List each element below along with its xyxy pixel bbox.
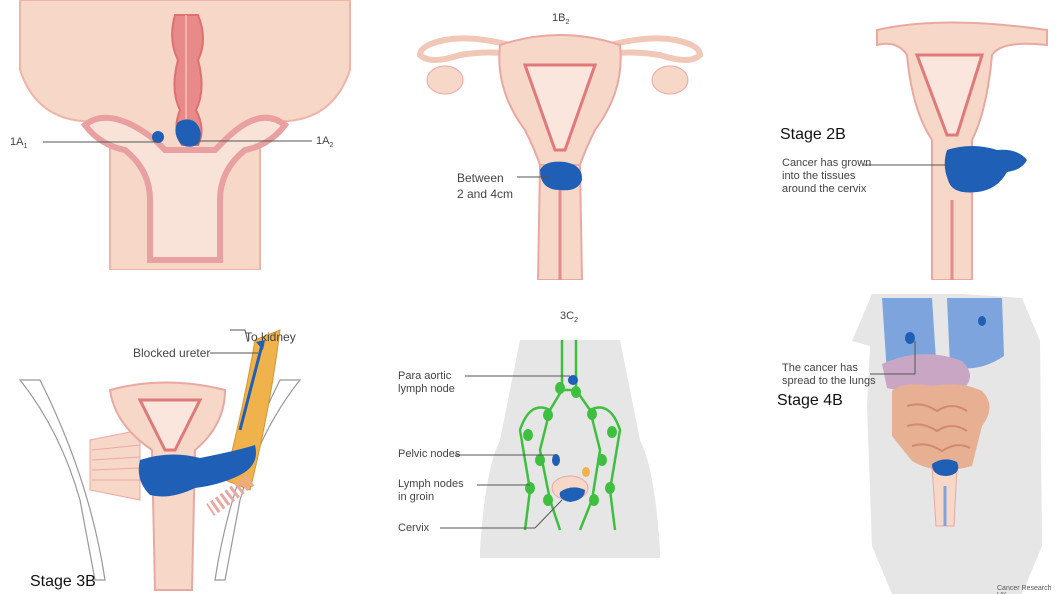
label-to-kidney: To kidney	[245, 331, 296, 344]
stage-3b-illustration	[0, 300, 320, 594]
credit-cancer-research-uk: Cancer Research UK	[997, 585, 1062, 594]
label-groin-nodes: Lymph nodes in groin	[398, 478, 464, 504]
panel-stage-1b2: 1B2 Between 2 and 4cm	[400, 0, 720, 280]
label-1a1: 1A1	[10, 136, 27, 153]
stage-3c2-illustration	[380, 300, 760, 594]
stage-3b-label: Stage 3B	[30, 573, 96, 591]
panel-stage-3c2: 3C2 Para aortic lymph node Pelvic nodes …	[380, 300, 760, 594]
title-1b2: 1B2	[552, 12, 569, 29]
panel-stage-2b: Stage 2B Cancer has grown into the tissu…	[772, 0, 1062, 280]
annotation-1b2: Between 2 and 4cm	[457, 170, 513, 202]
title-3c2: 3C2	[560, 310, 578, 327]
stage-4b-label: Stage 4B	[777, 392, 843, 410]
label-blocked-ureter: Blocked ureter	[133, 347, 210, 360]
tumour-2b	[945, 146, 1027, 193]
panel-stage-1a: 1A1 1A2	[0, 0, 370, 270]
tumour-1b2	[540, 162, 582, 191]
label-1a2: 1A2	[316, 135, 333, 152]
stage-2b-label: Stage 2B	[780, 126, 846, 144]
label-cervix: Cervix	[398, 522, 429, 535]
stage-4b-illustration	[772, 286, 1062, 594]
right-lung	[947, 298, 1004, 368]
tumour-1a1	[152, 131, 164, 143]
annotation-2b: Cancer has grown into the tissues around…	[782, 157, 871, 196]
label-pelvic-nodes: Pelvic nodes	[398, 448, 460, 461]
label-para-aortic: Para aortic lymph node	[398, 370, 455, 396]
stage-1b2-illustration	[400, 0, 720, 280]
panel-stage-4b: The cancer has spread to the lungs Stage…	[772, 286, 1062, 594]
annotation-4b: The cancer has spread to the lungs	[782, 362, 876, 388]
panel-stage-3b: Blocked ureter To kidney Stage 3B	[0, 300, 320, 594]
stage-1a-illustration	[0, 0, 370, 270]
